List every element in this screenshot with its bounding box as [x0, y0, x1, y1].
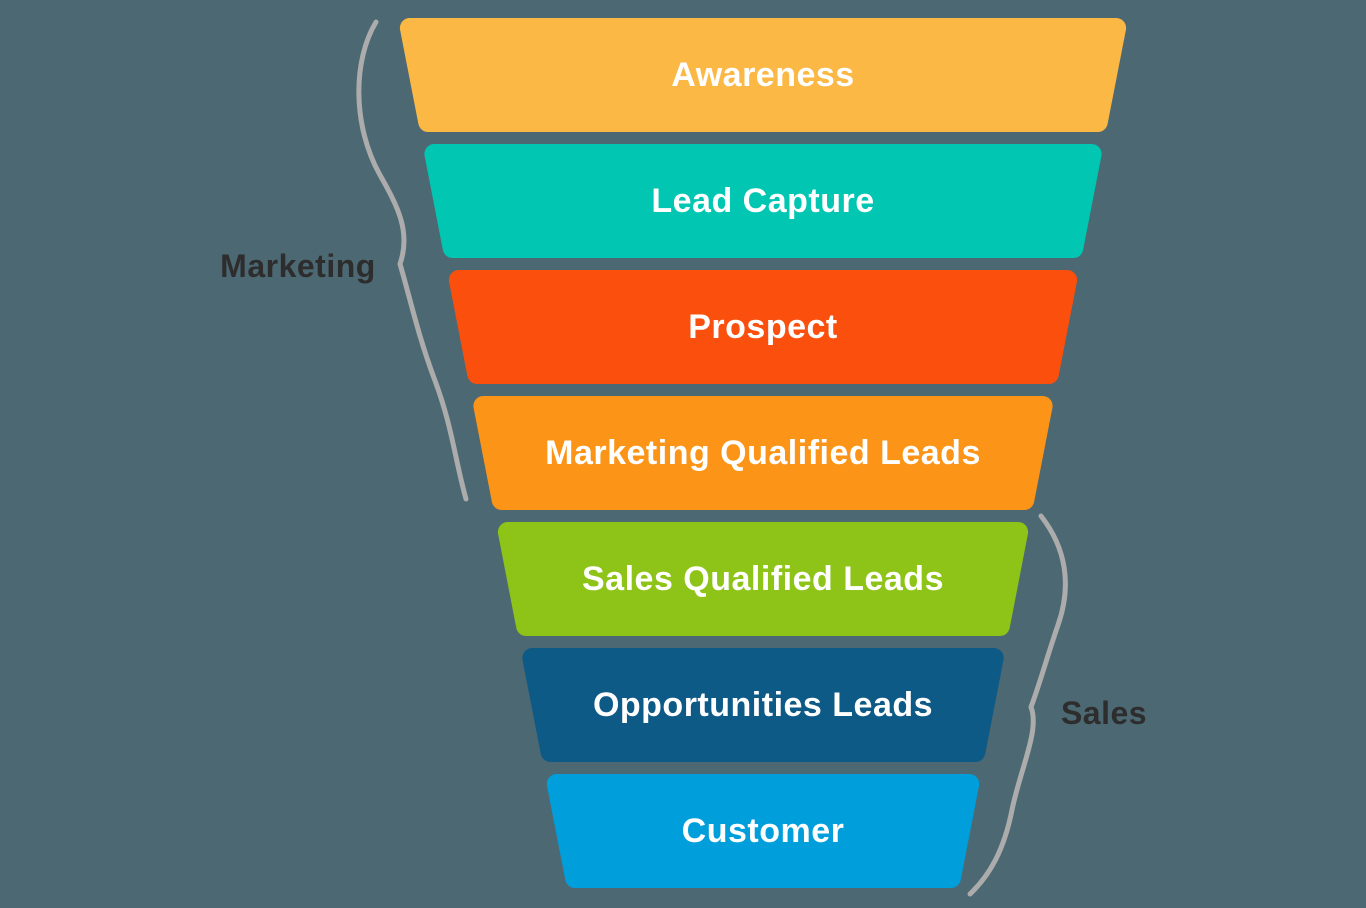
sales-brace	[967, 513, 1068, 897]
marketing-brace	[356, 19, 469, 502]
stage-label-awareness: Awareness	[671, 56, 854, 94]
funnel-stage-customer	[546, 774, 980, 888]
stage-label-customer: Customer	[682, 812, 845, 850]
funnel-stage-prospect	[448, 270, 1078, 384]
stage-label-opportunities-leads: Opportunities Leads	[593, 686, 933, 724]
stage-label-marketing-qualified-leads: Marketing Qualified Leads	[545, 434, 981, 472]
stage-label-lead-capture: Lead Capture	[651, 182, 874, 220]
sales-group-label: Sales	[1061, 695, 1147, 731]
stage-label-sales-qualified-leads: Sales Qualified Leads	[582, 560, 944, 598]
funnel-stage-labels: Awareness Lead Capture Prospect Marketin…	[545, 56, 981, 850]
funnel-stage-lead-capture	[424, 144, 1102, 258]
group-annotations: Marketing Sales	[220, 19, 1147, 897]
funnel-stage-marketing-qualified-leads	[473, 396, 1053, 510]
marketing-group-label: Marketing	[220, 248, 376, 284]
funnel-stages	[399, 18, 1127, 888]
funnel-stage-sales-qualified-leads	[497, 522, 1029, 636]
funnel-stage-awareness	[399, 18, 1127, 132]
funnel-stage-opportunities-leads	[522, 648, 1004, 762]
stage-label-prospect: Prospect	[688, 308, 838, 346]
